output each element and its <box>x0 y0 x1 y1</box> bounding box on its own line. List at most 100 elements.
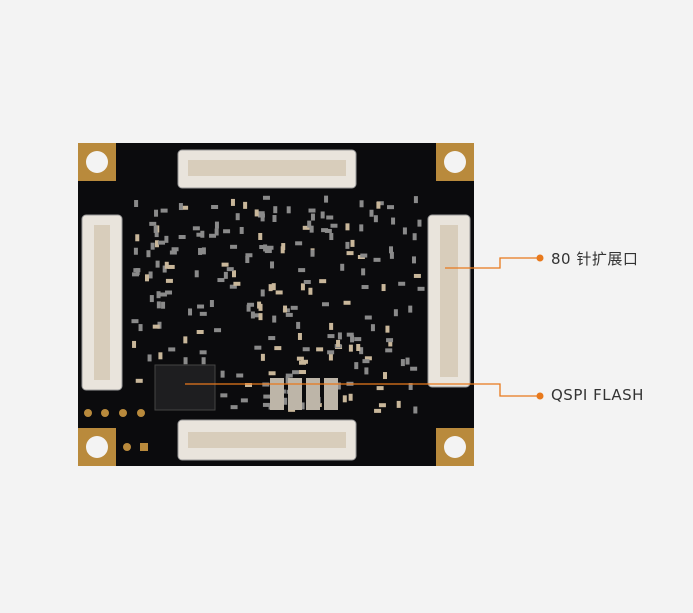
smd-part <box>158 352 163 360</box>
smd-part <box>413 273 421 278</box>
smd-part <box>389 246 394 254</box>
smd-part <box>131 319 139 324</box>
smd-part <box>146 250 151 258</box>
smd-part <box>245 253 253 258</box>
callout-label-connector: 80 针扩展口 <box>551 250 639 268</box>
smd-part <box>362 359 370 364</box>
callout-line-flash <box>185 383 540 397</box>
smd-part <box>310 249 315 257</box>
smd-part <box>169 250 177 255</box>
smd-part <box>161 301 166 309</box>
smd-part <box>413 196 418 204</box>
smd-part <box>348 344 353 352</box>
smd-part <box>268 284 273 292</box>
smd-part <box>350 239 355 247</box>
smd-part <box>231 270 236 278</box>
smd-part <box>270 261 275 269</box>
smd-part <box>196 330 204 335</box>
smd-part <box>302 347 310 352</box>
smd-part <box>226 267 234 272</box>
smd-part <box>359 200 364 208</box>
smd-part <box>391 217 396 225</box>
smd-part <box>223 229 231 234</box>
inductor <box>306 378 320 410</box>
smd-part <box>274 346 282 351</box>
smd-part <box>209 300 214 308</box>
smd-part <box>302 225 310 230</box>
smd-part <box>230 405 238 410</box>
smd-part <box>275 290 283 295</box>
smd-part <box>233 281 241 286</box>
smd-part <box>320 211 325 219</box>
smd-part <box>376 201 381 209</box>
smd-part <box>254 345 262 350</box>
smd-part <box>310 213 315 221</box>
smd-part <box>132 340 137 348</box>
smd-part <box>178 235 186 240</box>
smd-part <box>389 251 394 259</box>
smd-part <box>239 226 244 234</box>
smd-part <box>158 240 166 245</box>
smd-part <box>373 215 378 223</box>
smd-part <box>290 305 298 310</box>
smd-part <box>246 304 251 312</box>
smd-part <box>400 359 405 367</box>
smd-part <box>197 304 205 309</box>
smd-part <box>283 397 288 405</box>
smd-part <box>201 247 206 255</box>
smd-part <box>297 332 302 340</box>
smd-part <box>251 313 259 318</box>
smd-part <box>264 249 272 254</box>
smd-part <box>168 347 176 352</box>
smd-part <box>370 324 375 332</box>
smd-part <box>308 208 316 213</box>
smd-part <box>156 301 161 309</box>
smd-part <box>300 402 305 410</box>
smd-part <box>321 302 329 307</box>
smd-part <box>298 268 306 273</box>
smd-part <box>250 311 255 319</box>
smd-part <box>167 264 175 269</box>
smd-part <box>153 225 158 233</box>
bottom-connector <box>177 419 357 461</box>
mounting-holes <box>78 143 474 466</box>
smd-part <box>369 209 374 217</box>
smd-part <box>257 213 265 218</box>
smd-part <box>350 335 355 343</box>
smd-part <box>162 265 167 273</box>
smd-part <box>319 279 327 284</box>
inductor <box>288 378 302 410</box>
smd-part <box>417 219 422 227</box>
smd-part <box>156 291 161 299</box>
smd-part <box>412 233 417 241</box>
smd-part <box>360 253 368 258</box>
smd-part <box>307 220 312 228</box>
smd-part <box>183 357 188 365</box>
smd-part <box>328 353 333 361</box>
smd-part <box>324 228 332 233</box>
callout-dot <box>536 392 544 400</box>
smd-part <box>292 370 300 375</box>
smd-part <box>165 290 173 295</box>
smd-part <box>260 289 265 297</box>
smd-part <box>285 373 293 378</box>
smd-part <box>217 278 225 283</box>
smd-part <box>336 382 341 390</box>
smd-part <box>411 256 416 264</box>
smd-part <box>154 209 159 217</box>
smd-part <box>211 204 219 209</box>
smd-part <box>245 256 250 264</box>
callout-dot <box>536 254 544 262</box>
smd-part <box>260 214 265 222</box>
smd-part <box>159 292 167 297</box>
smd-part <box>194 270 199 278</box>
smd-part <box>150 242 155 250</box>
smd-part <box>327 350 335 355</box>
smd-part <box>200 230 205 238</box>
smd-part <box>138 324 143 332</box>
smd-part <box>183 336 188 344</box>
smd-part <box>155 260 160 268</box>
smd-part <box>135 268 140 276</box>
smd-part <box>257 301 262 309</box>
